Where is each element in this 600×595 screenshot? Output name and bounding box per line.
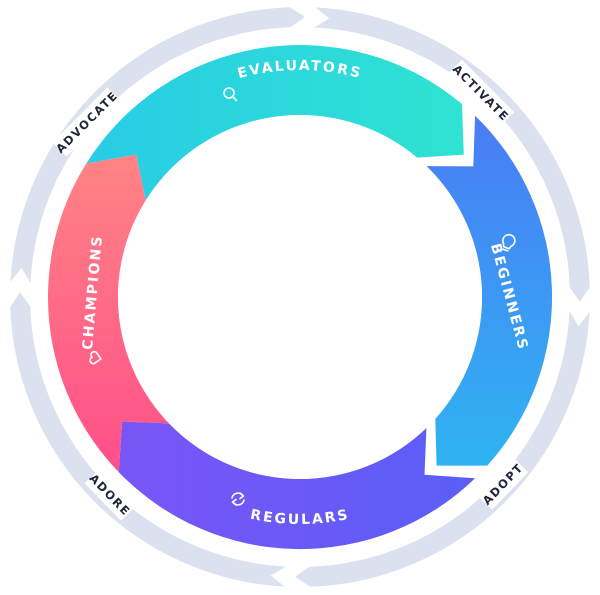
search-icon (223, 87, 238, 102)
center-hole (118, 115, 482, 479)
segment-label-regulars: REGULARS (249, 507, 351, 528)
segment-evaluators (86, 45, 464, 201)
lightbulb-icon (502, 233, 516, 252)
stage-label-bg-adopt (477, 458, 529, 510)
outer-stage-ring (10, 7, 590, 587)
segment-champions (47, 154, 170, 473)
segment-regulars (118, 421, 476, 550)
refresh-icon (231, 492, 245, 506)
stage-label-bg-advocate (52, 87, 122, 157)
segment-ring (47, 45, 553, 550)
segment-beginners (426, 115, 553, 466)
stage-label-bg-activate (447, 59, 515, 127)
stage-arc-adore (10, 292, 286, 587)
heart-icon (89, 350, 102, 365)
stage-arc-activate (314, 7, 590, 302)
stage-label-bg-adore (84, 469, 136, 521)
stage-arc-adopt (295, 311, 590, 587)
